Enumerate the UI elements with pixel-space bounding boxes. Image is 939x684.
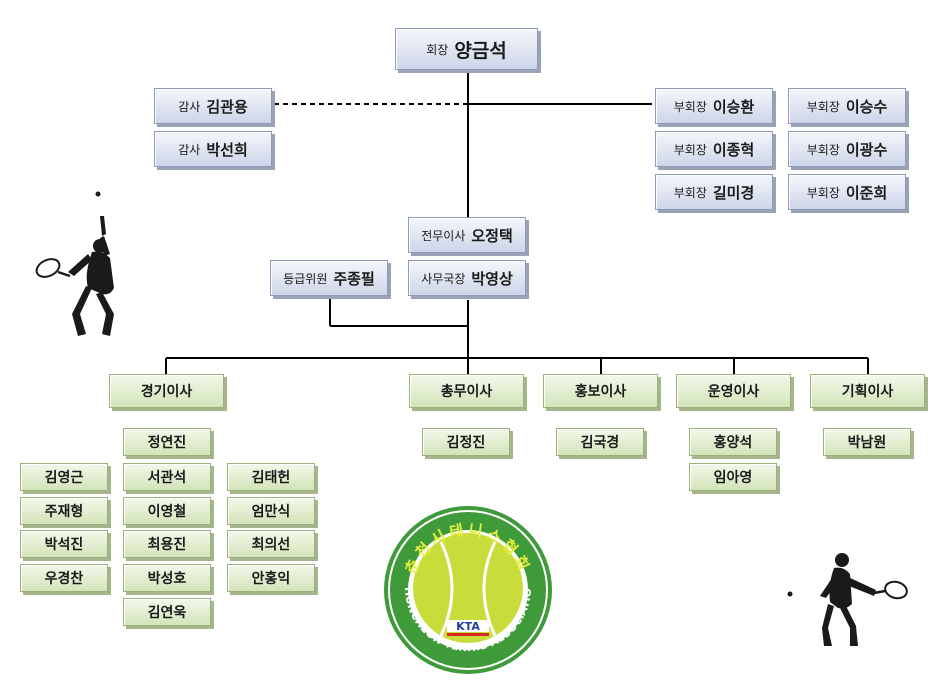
secretary-general-name: 박영상 — [471, 269, 513, 288]
member-box: 최의선 — [227, 530, 315, 558]
grading-committee-title: 등급위원 — [283, 271, 328, 286]
executive-director-name: 오정택 — [471, 226, 513, 245]
vice-president-name: 길미경 — [712, 183, 755, 202]
vice-president-title: 부회장 — [673, 142, 707, 157]
member-box: 김태헌 — [227, 463, 315, 491]
grading-committee-name: 주종필 — [333, 269, 375, 288]
executive-director-box: 전무이사 오정택 — [408, 217, 526, 253]
member-box: 엄만식 — [227, 497, 315, 525]
vice-president-title: 부회장 — [806, 142, 840, 157]
department-head: 기획이사 — [810, 374, 925, 408]
president-title: 회장 — [426, 42, 449, 57]
executive-director-title: 전무이사 — [421, 228, 466, 243]
vice-president-title: 부회장 — [806, 99, 840, 114]
logo-emblem: KTA — [456, 620, 480, 633]
member-box: 정연진 — [123, 428, 211, 456]
vice-president-name: 이승수 — [845, 97, 888, 116]
association-logo: 춘천시테니스협회 CHUNCHEON TENNIS ASSOCIATION KT… — [383, 500, 552, 674]
auditor-name: 박선희 — [206, 140, 248, 159]
member-box: 서관석 — [123, 463, 211, 491]
grading-committee-box: 등급위원 주종필 — [270, 260, 388, 296]
vice-president-name: 이승환 — [712, 97, 755, 116]
department-head: 홍보이사 — [543, 374, 658, 408]
department-head: 총무이사 — [409, 374, 524, 408]
member-box: 안홍익 — [227, 564, 315, 592]
president-name: 양금석 — [454, 39, 507, 62]
vice-president-title: 부회장 — [673, 99, 707, 114]
vice-president-box: 부회장 이승환 — [655, 88, 773, 124]
tennis-player-serving-illustration — [35, 191, 114, 336]
vice-president-name: 이광수 — [845, 140, 888, 159]
member-box: 김영근 — [20, 463, 108, 491]
member-box: 이영철 — [123, 497, 211, 525]
auditor-title: 감사 — [178, 99, 201, 114]
member-box: 김정진 — [422, 428, 510, 456]
vice-president-box: 부회장 길미경 — [655, 174, 773, 210]
vice-president-title: 부회장 — [673, 185, 707, 200]
auditor-box: 감사 김관용 — [154, 88, 272, 124]
vice-president-name: 이준희 — [845, 183, 888, 202]
auditor-box: 감사 박선희 — [154, 131, 272, 167]
member-box: 최용진 — [123, 530, 211, 558]
vice-president-box: 부회장 이광수 — [788, 131, 906, 167]
tennis-player-forehand-illustration — [787, 553, 908, 646]
member-box: 김국경 — [556, 428, 644, 456]
vice-president-box: 부회장 이준희 — [788, 174, 906, 210]
department-head: 운영이사 — [676, 374, 791, 408]
auditor-name: 김관용 — [206, 97, 248, 116]
secretary-general-title: 사무국장 — [421, 271, 466, 286]
member-box: 주재형 — [20, 497, 108, 525]
member-box: 박석진 — [20, 530, 108, 558]
secretary-general-box: 사무국장 박영상 — [408, 260, 526, 296]
member-box: 박성호 — [123, 564, 211, 592]
vice-president-title: 부회장 — [806, 185, 840, 200]
member-box: 우경찬 — [20, 564, 108, 592]
department-head: 경기이사 — [109, 374, 224, 408]
member-box: 박남원 — [823, 428, 911, 456]
member-box: 김연욱 — [123, 598, 211, 626]
vice-president-box: 부회장 이종혁 — [655, 131, 773, 167]
president-box: 회장 양금석 — [395, 28, 538, 70]
vice-president-name: 이종혁 — [712, 140, 755, 159]
auditor-title: 감사 — [178, 142, 201, 157]
vice-president-box: 부회장 이승수 — [788, 88, 906, 124]
member-box: 홍양석 — [689, 428, 777, 456]
member-box: 임아영 — [689, 463, 777, 491]
